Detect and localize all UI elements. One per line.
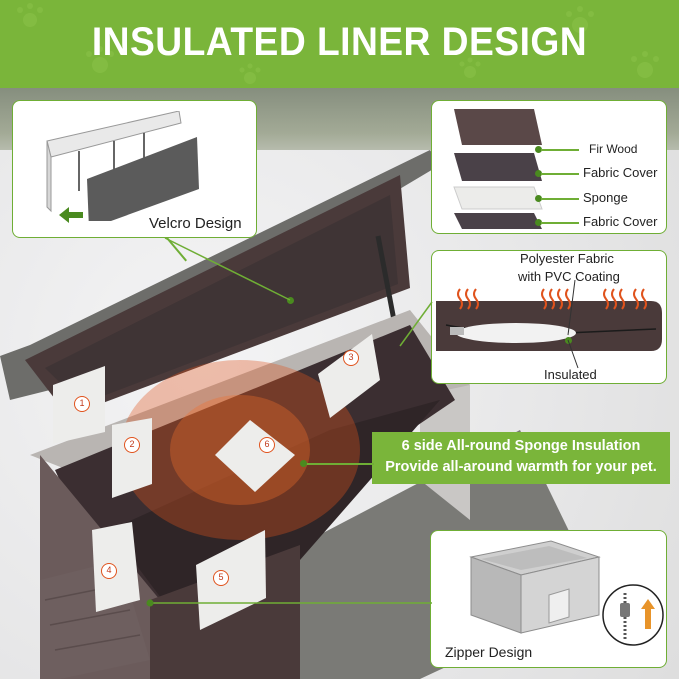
layer-fir-wood: Fir Wood xyxy=(589,142,638,156)
layers-illustration xyxy=(453,109,543,229)
zipper-leader xyxy=(146,599,432,607)
panel-badge-2: 2 xyxy=(124,437,140,453)
layer-dot-4 xyxy=(535,219,542,226)
layer-leader-3 xyxy=(541,198,579,200)
polyester-house-leader xyxy=(399,301,433,347)
roof-lid-liner xyxy=(45,195,398,404)
heat-waves-icon xyxy=(457,288,647,310)
panel-badge-3: 3 xyxy=(343,350,359,366)
zipper-label: Zipper Design xyxy=(445,644,533,660)
sponge-leader xyxy=(304,463,374,465)
layer-fabric-cover-top: Fabric Cover xyxy=(583,165,658,180)
sponge-panel-6 xyxy=(215,420,295,492)
layer-fabric-cover-bottom: Fabric Cover xyxy=(583,214,658,229)
sponge-banner-line1: 6 side All-round Sponge Insulation xyxy=(401,438,641,454)
sponge-banner-line2: Provide all-around warmth for your pet. xyxy=(385,459,657,475)
sponge-panel-3 xyxy=(318,334,380,418)
sponge-panel-2 xyxy=(112,418,152,498)
polyester-callout: Polyester Fabric with PVC Coating Insula… xyxy=(431,250,667,384)
velcro-callout: Velcro Design xyxy=(12,100,257,238)
polyester-panel-illustration xyxy=(436,301,662,351)
sponge-leader-dot xyxy=(300,460,307,467)
panel-badge-5: 5 xyxy=(213,570,229,586)
velcro-leader-line xyxy=(164,237,291,301)
sponge-insulation-banner: 6 side All-round Sponge Insulation Provi… xyxy=(372,432,670,484)
polyester-leader-lines xyxy=(567,280,579,369)
panel-badge-4: 4 xyxy=(101,563,117,579)
house-floor xyxy=(110,400,440,610)
arrow-icon xyxy=(59,207,83,223)
polyester-label-line1: Polyester Fabric xyxy=(520,251,614,266)
layers-callout: Fir Wood Fabric Cover Sponge Fabric Cove… xyxy=(431,100,667,234)
insulated-label: Insulated xyxy=(544,367,597,382)
layer-leader-2 xyxy=(541,173,579,175)
layer-sponge: Sponge xyxy=(583,190,628,205)
zipper-callout: Zipper Design xyxy=(430,530,667,668)
panel-badge-6: 6 xyxy=(259,437,275,453)
zipper-icon xyxy=(602,584,664,646)
velcro-label: Velcro Design xyxy=(149,215,242,232)
layer-dot-1 xyxy=(535,146,542,153)
zipper-box-illustration xyxy=(469,540,601,634)
paw-pattern-icon xyxy=(17,3,659,84)
layer-leader-4 xyxy=(541,222,579,224)
panel-badge-1: 1 xyxy=(74,396,90,412)
polyester-label-line2: with PVC Coating xyxy=(518,269,620,284)
layer-dot-3 xyxy=(535,195,542,202)
velcro-illustration xyxy=(46,111,199,221)
page-title: INSULATED LINER DESIGN xyxy=(91,20,588,64)
sponge-panel-5 xyxy=(196,530,266,630)
layer-dot-2 xyxy=(535,170,542,177)
header-banner: INSULATED LINER DESIGN xyxy=(0,0,679,88)
velcro-leader-dot xyxy=(287,297,294,304)
layer-leader-1 xyxy=(541,149,579,151)
